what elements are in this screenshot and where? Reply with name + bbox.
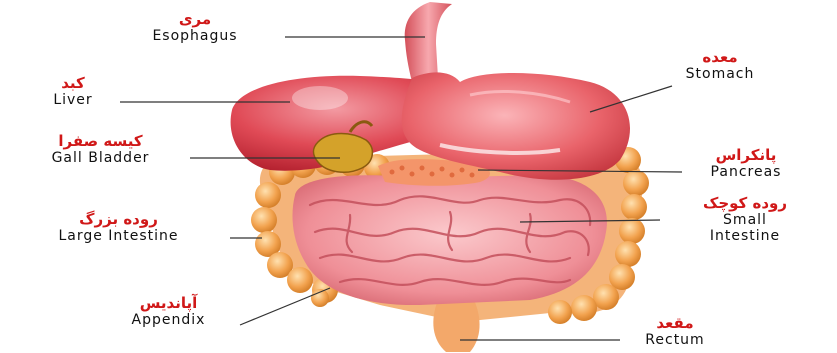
label-small-intestine-en-line2: Intestine [655, 229, 835, 243]
label-small-intestine: روده کوچک Small Intestine [655, 196, 835, 243]
label-small-intestine-fa: روده کوچک [655, 196, 835, 211]
small-intestine-shape [292, 175, 606, 305]
label-liver: کبد Liver [28, 76, 118, 107]
label-rectum-en: Rectum [620, 333, 730, 347]
esophagus-shape [405, 2, 452, 82]
label-small-intestine-en-line1: Small [655, 213, 835, 227]
label-gall-bladder-fa: کیسه صفرا [8, 134, 193, 149]
label-esophagus-fa: مری [110, 12, 280, 27]
label-large-intestine-en: Large Intestine [6, 229, 231, 243]
label-rectum: مقعد Rectum [620, 316, 730, 347]
label-stomach-en: Stomach [655, 67, 785, 81]
label-rectum-fa: مقعد [620, 316, 730, 331]
label-esophagus-en: Esophagus [110, 29, 280, 43]
label-liver-en: Liver [28, 93, 118, 107]
label-pancreas: پانکراس Pancreas [676, 148, 816, 179]
label-pancreas-fa: پانکراس [676, 148, 816, 163]
label-stomach-fa: معده [655, 50, 785, 65]
gall-bladder-shape [314, 134, 373, 173]
label-appendix: آپاندیس Appendix [96, 296, 241, 327]
label-liver-fa: کبد [28, 76, 118, 91]
label-appendix-fa: آپاندیس [96, 296, 241, 311]
rectum-shape [433, 300, 479, 352]
label-gall-bladder-en: Gall Bladder [8, 151, 193, 165]
label-appendix-en: Appendix [96, 313, 241, 327]
label-pancreas-en: Pancreas [676, 165, 816, 179]
label-gall-bladder: کیسه صفرا Gall Bladder [8, 134, 193, 165]
label-stomach: معده Stomach [655, 50, 785, 81]
label-large-intestine: روده بزرگ Large Intestine [6, 212, 231, 243]
label-large-intestine-fa: روده بزرگ [6, 212, 231, 227]
label-esophagus: مری Esophagus [110, 12, 280, 43]
